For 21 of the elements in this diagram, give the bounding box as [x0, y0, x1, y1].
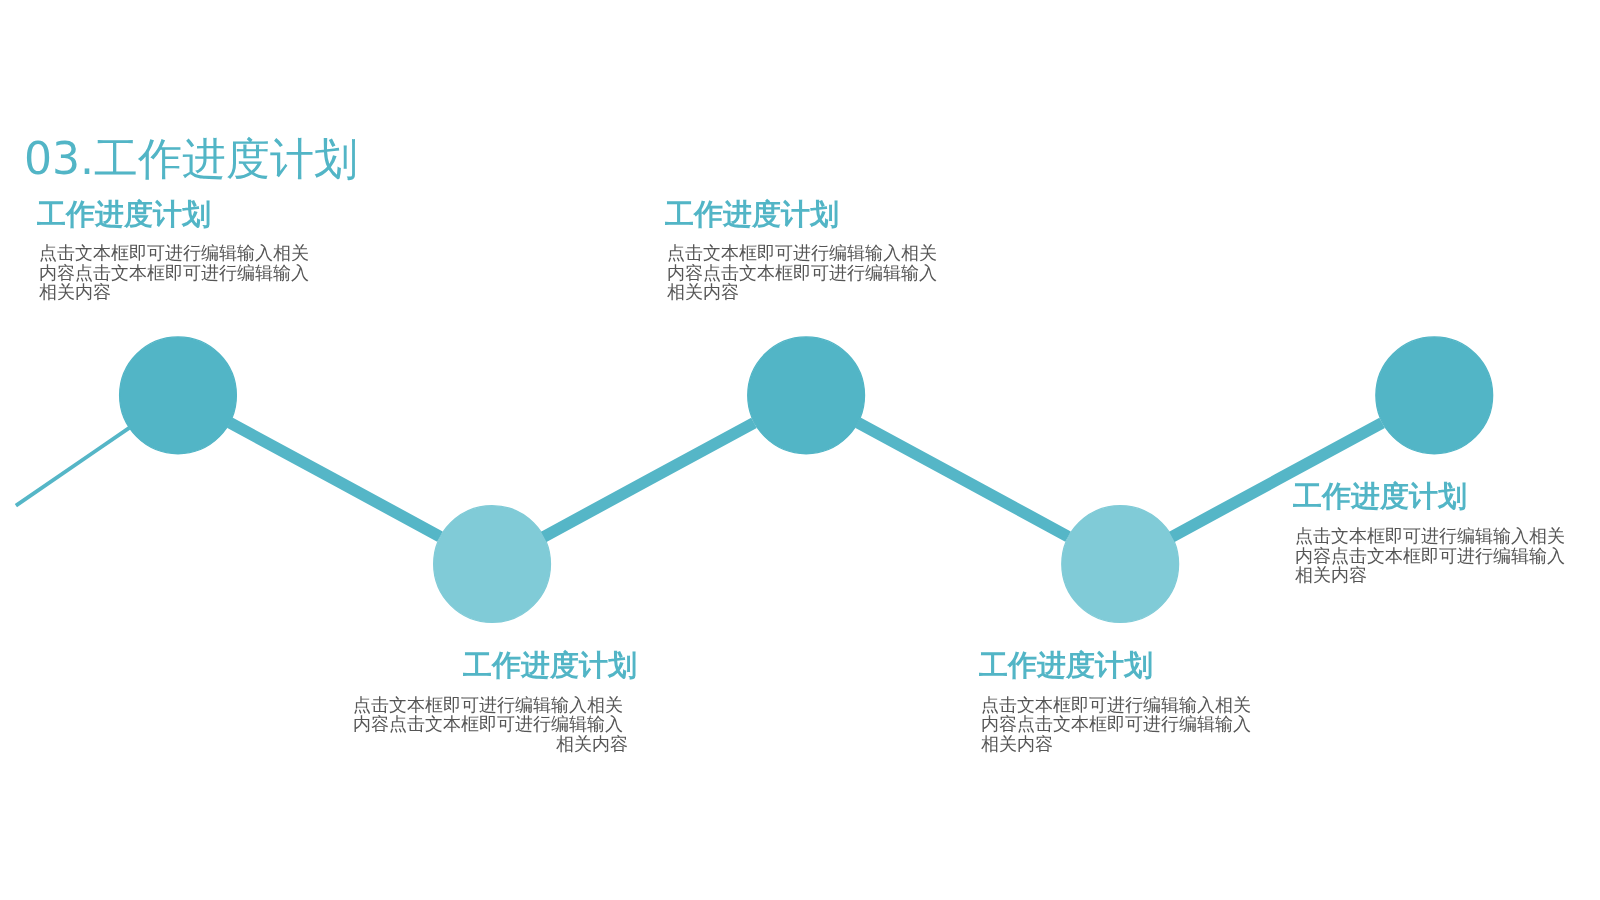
- connector: [14, 425, 131, 507]
- node-circle: [118, 335, 238, 454]
- node-circle: [747, 335, 866, 454]
- node-label: 点击文本框即可进行编辑输入相关内容点击文本框即可进行编辑输入相关内容: [981, 693, 1252, 754]
- connector: [226, 417, 443, 542]
- node-label: 点击文本框即可进行编辑输入相关内容点击文本框即可进行编辑输入相关内容: [39, 241, 310, 302]
- node-label: 点击文本框即可进行编辑输入相关内容点击文本框即可进行编辑输入相关内容: [667, 241, 938, 302]
- node-circle: [1061, 504, 1180, 623]
- connector: [1169, 417, 1385, 542]
- node-circle: [1375, 335, 1494, 454]
- node-label: 工作进度计划: [36, 196, 211, 231]
- node-label: 点击文本框即可进行编辑输入相关内容点击文本框即可进行编辑输入相关内容: [1295, 524, 1566, 585]
- connector: [855, 417, 1071, 542]
- connector: [540, 417, 757, 542]
- node-label: 工作进度计划: [1292, 478, 1467, 513]
- node-circle: [433, 504, 552, 623]
- diagram-title: 03.工作进度计划: [23, 132, 359, 184]
- node-label: 工作进度计划: [664, 196, 839, 231]
- node-label: 工作进度计划: [978, 647, 1153, 682]
- node-label: 点击文本框即可进行编辑输入相关内容点击文本框即可进行编辑输入相关内容: [353, 693, 628, 754]
- node-label: 工作进度计划: [463, 647, 638, 682]
